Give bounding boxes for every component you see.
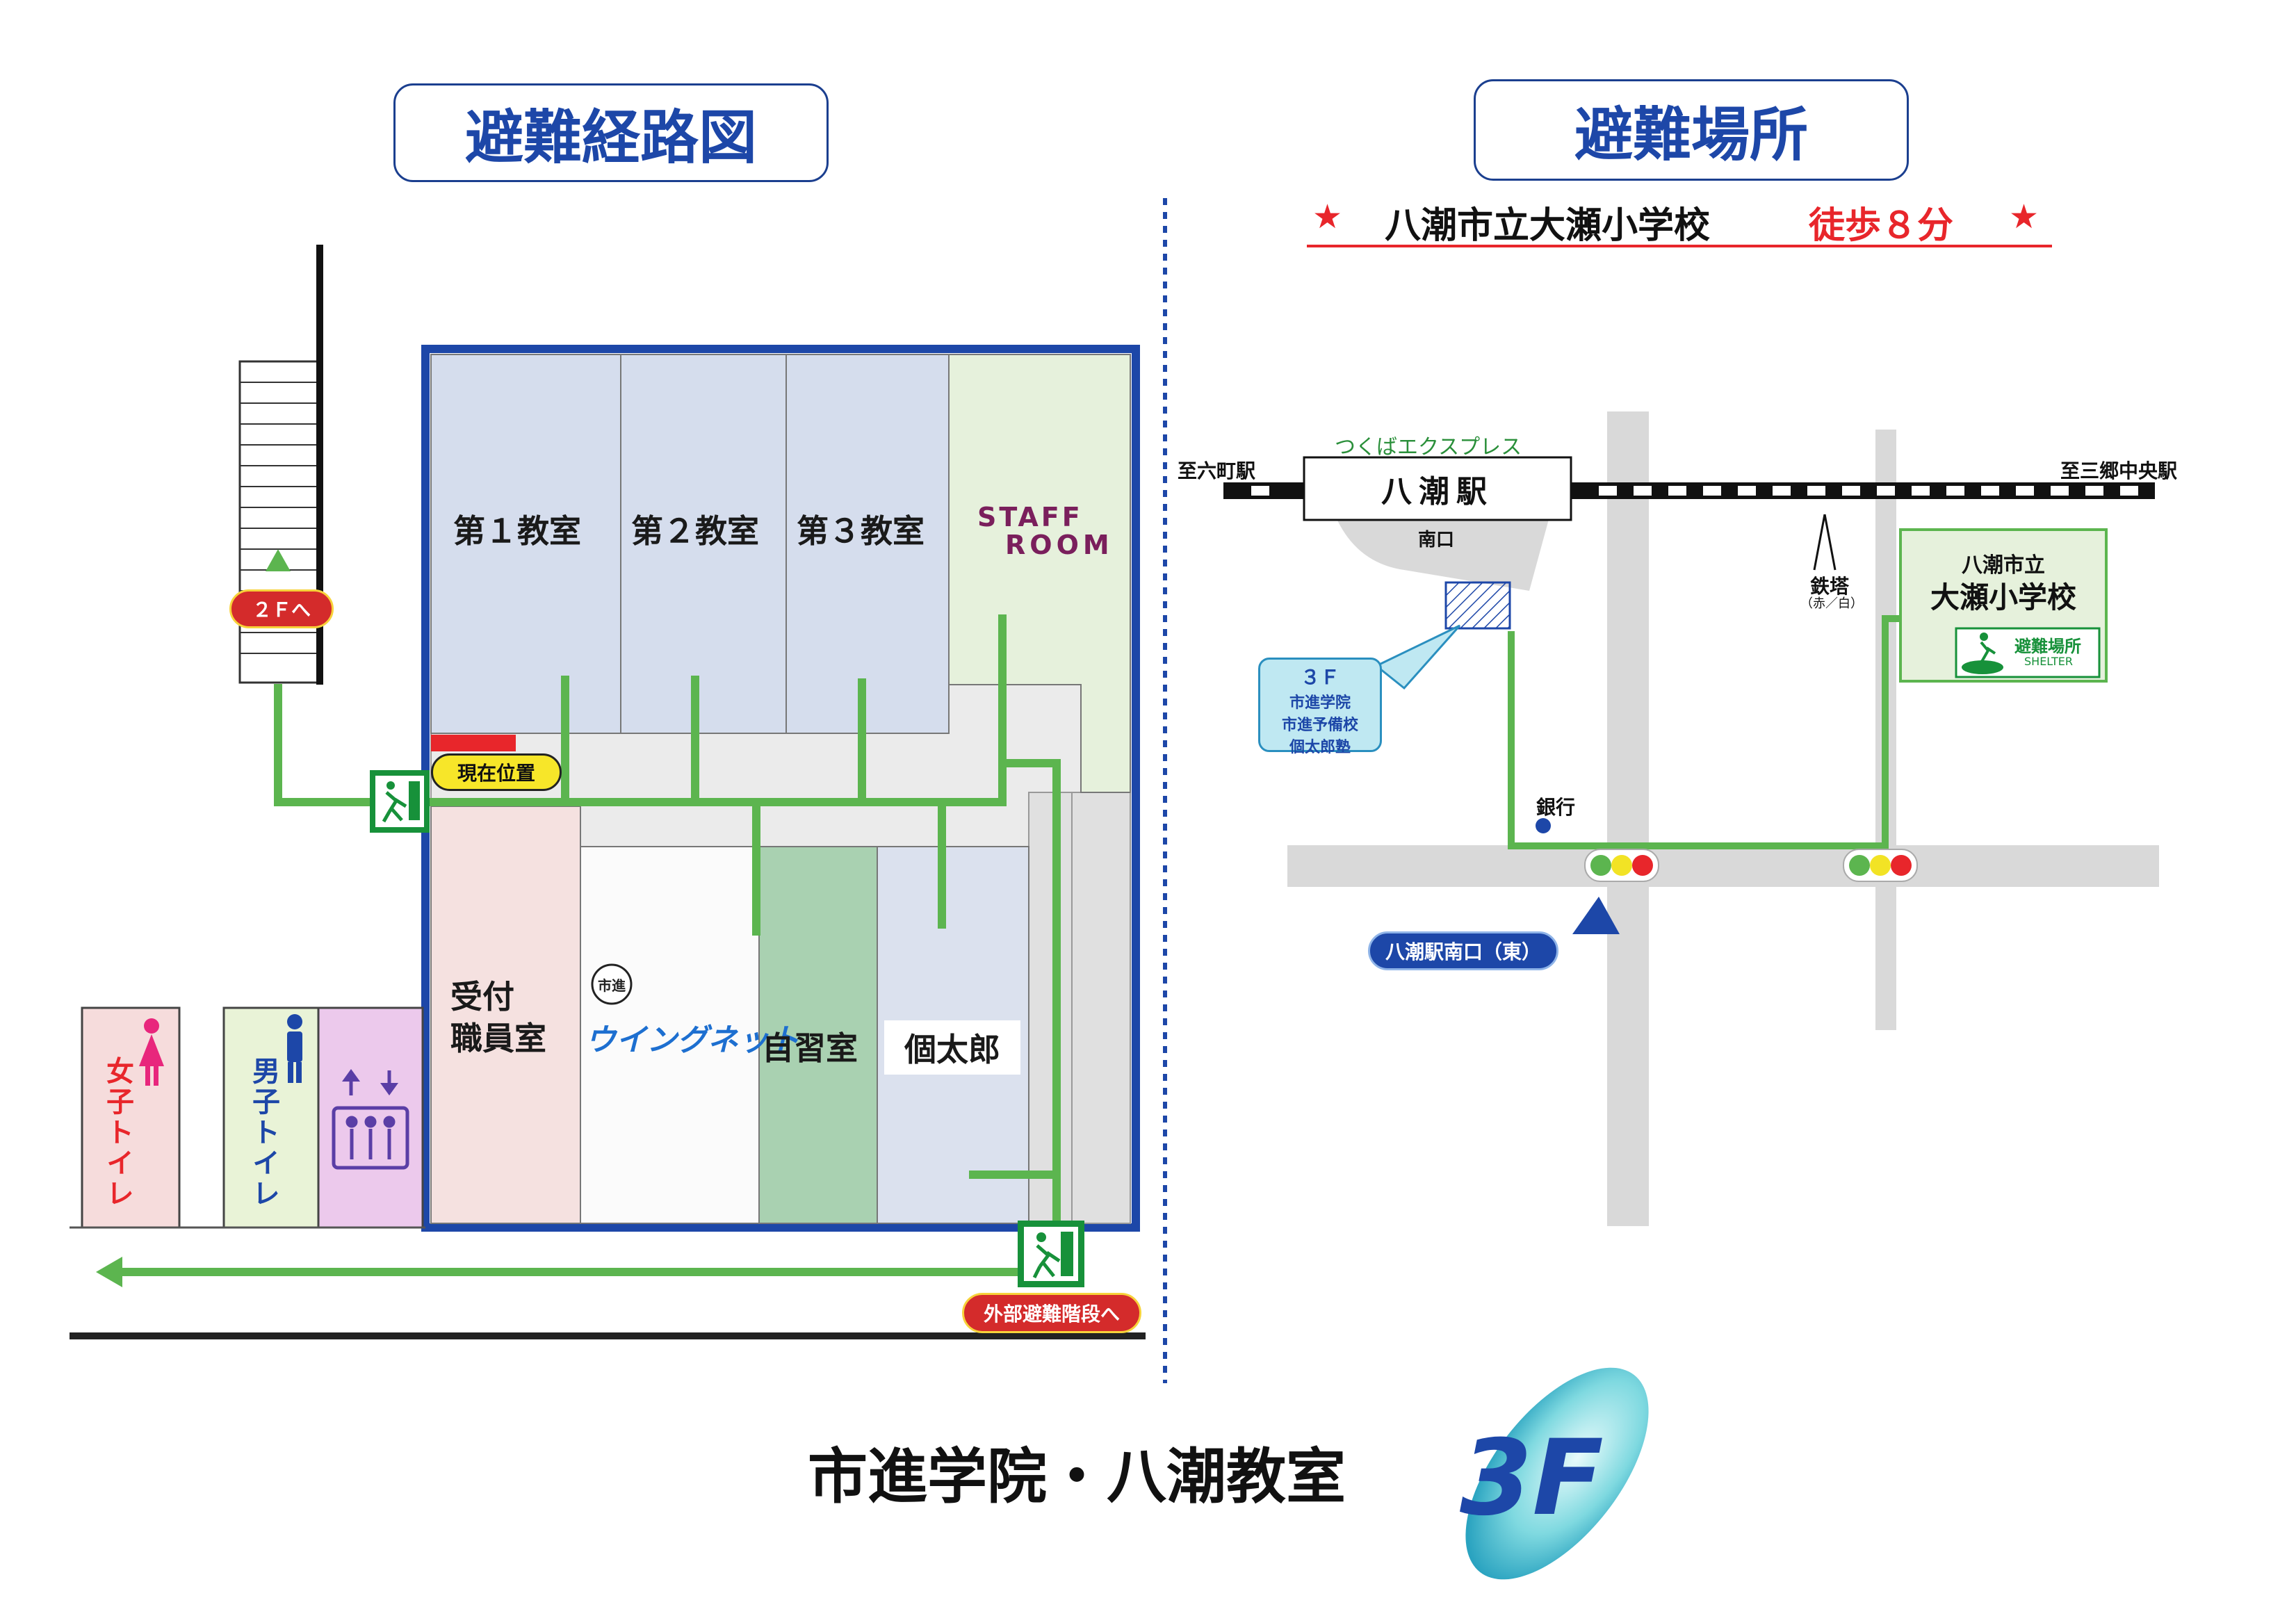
- kotaro-label-box: 個太郎: [884, 1020, 1020, 1075]
- current-location-marker: [431, 735, 516, 751]
- traffic-light-west: [1584, 849, 1659, 882]
- shelter-sign-jp: 避難場所: [2014, 637, 2081, 656]
- route-map-title-text: 避難経路図: [464, 103, 757, 172]
- female-toilet-icon: [139, 1018, 164, 1086]
- south-exit-label: 南口: [1418, 530, 1455, 550]
- callout-floor: ３Ｆ: [1300, 666, 1340, 689]
- station-box: [1303, 456, 1572, 521]
- staff-room-label-line1: STAFF: [977, 502, 1083, 532]
- station-plaza: [1335, 514, 1550, 591]
- current-location-text: 現在位置: [457, 762, 535, 785]
- callout-pointer: [1374, 624, 1461, 690]
- wingnet-emblem: [591, 963, 633, 1005]
- to-2f-label: ２Ｆへ: [229, 589, 334, 628]
- womens-toilet-label: 女子トイレ: [101, 1057, 133, 1209]
- bank-label: 銀行: [1536, 796, 1576, 819]
- external-stairs-label: 外部避難階段へ: [962, 1293, 1141, 1333]
- classroom3-label: 第３教室: [797, 512, 925, 550]
- evacuation-route: [107, 614, 1061, 1276]
- wingnet-logo: ウイングネット: [585, 1022, 799, 1058]
- emergency-exit-icon-south: [1018, 1221, 1084, 1287]
- line-name-label: つくばエクスプレス: [1335, 435, 1522, 459]
- mens-toilet-area: [222, 1006, 320, 1229]
- classroom2-label: 第２教室: [631, 512, 759, 550]
- to-rokucho-label: 至六町駅: [1178, 459, 1256, 482]
- shelter-route: [1508, 615, 1905, 849]
- shelter-icon: [1962, 633, 2003, 674]
- shelter-subtitle: ★ 八潮市立大瀬小学校 徒歩８分 ★: [1307, 193, 2052, 247]
- emergency-exit-icon-west: [370, 770, 430, 833]
- to-misato-label: 至三郷中央駅: [2060, 459, 2178, 482]
- mens-toilet-label: 男子トイレ: [247, 1057, 279, 1209]
- road-vertical-west: [1607, 411, 1649, 1226]
- wingnet-emblem-text: 市進: [598, 977, 626, 994]
- classroom1-label: 第１教室: [453, 512, 581, 550]
- classroom1-area: [430, 354, 621, 734]
- callout-line1: 市進学院: [1289, 694, 1351, 712]
- route-arrow-up: [266, 549, 291, 571]
- route-map-title: 避難経路図: [393, 83, 829, 182]
- shelter-subtitle-walk: 徒歩８分: [1809, 205, 1954, 247]
- intersection-pointer: [1572, 897, 1620, 934]
- shelter-map-title-text: 避難場所: [1574, 100, 1808, 169]
- classroom2-area: [620, 354, 787, 734]
- current-location-label: 現在位置: [431, 753, 562, 791]
- road-horizontal: [1287, 845, 2159, 887]
- floor-badge-swoosh: [1465, 1367, 1649, 1580]
- building-callout: ３Ｆ 市進学院 市進予備校 個太郎塾: [1258, 658, 1382, 756]
- reception-label-line2: 職員室: [450, 1020, 546, 1057]
- male-toilet-icon: [287, 1014, 302, 1083]
- route-arrow-left: [96, 1257, 122, 1287]
- tower-label: 鉄塔: [1810, 575, 1850, 598]
- womens-toilet-area: [81, 1006, 181, 1229]
- wingnet-room-area: [580, 846, 760, 1224]
- star-icon-right: ★: [2009, 197, 2039, 236]
- intersection-text: 八潮駅南口（東）: [1385, 940, 1541, 963]
- callout-line3: 個太郎塾: [1289, 739, 1351, 756]
- callout-line2: 市進予備校: [1281, 717, 1358, 734]
- shelter-subtitle-school: 八潮市立大瀬小学校: [1385, 205, 1711, 247]
- shelter-map-title: 避難場所: [1474, 79, 1909, 181]
- star-icon-left: ★: [1312, 197, 1343, 236]
- reception-label-line1: 受付: [450, 978, 514, 1016]
- traffic-light-east: [1843, 849, 1918, 882]
- study-room-label: 自習室: [762, 1029, 858, 1067]
- east-corridor: [1028, 792, 1131, 1224]
- study-room-area: [758, 846, 878, 1224]
- tower-icon: [1813, 514, 1837, 571]
- station-name: 八潮駅: [1381, 474, 1494, 509]
- floor-badge: 3F: [1460, 1418, 1604, 1539]
- school-building-marker: [1444, 581, 1511, 630]
- tower-sub-label: （赤／白）: [1800, 596, 1863, 611]
- external-stairs-text: 外部避難階段へ: [983, 1303, 1120, 1326]
- kotaro-label: 個太郎: [904, 1031, 1000, 1068]
- footer-name: 市進学院・八潮教室: [808, 1442, 1346, 1512]
- school-label-line1: 八潮市立: [1962, 553, 2045, 578]
- to-2f-text: ２Ｆへ: [252, 598, 311, 621]
- bank-icon: [1536, 818, 1551, 833]
- school-label-line2: 大瀬小学校: [1930, 580, 2076, 614]
- staff-room-area: [948, 354, 1131, 793]
- staff-room-label-line2: ROOM: [1005, 530, 1114, 560]
- reception-area: [430, 806, 581, 1224]
- elevator-icon: [332, 1069, 409, 1170]
- shelter-sign-en: SHELTER: [2024, 655, 2074, 668]
- station-name-box: 八潮駅: [1304, 457, 1571, 520]
- intersection-label: 八潮駅南口（東）: [1368, 931, 1558, 970]
